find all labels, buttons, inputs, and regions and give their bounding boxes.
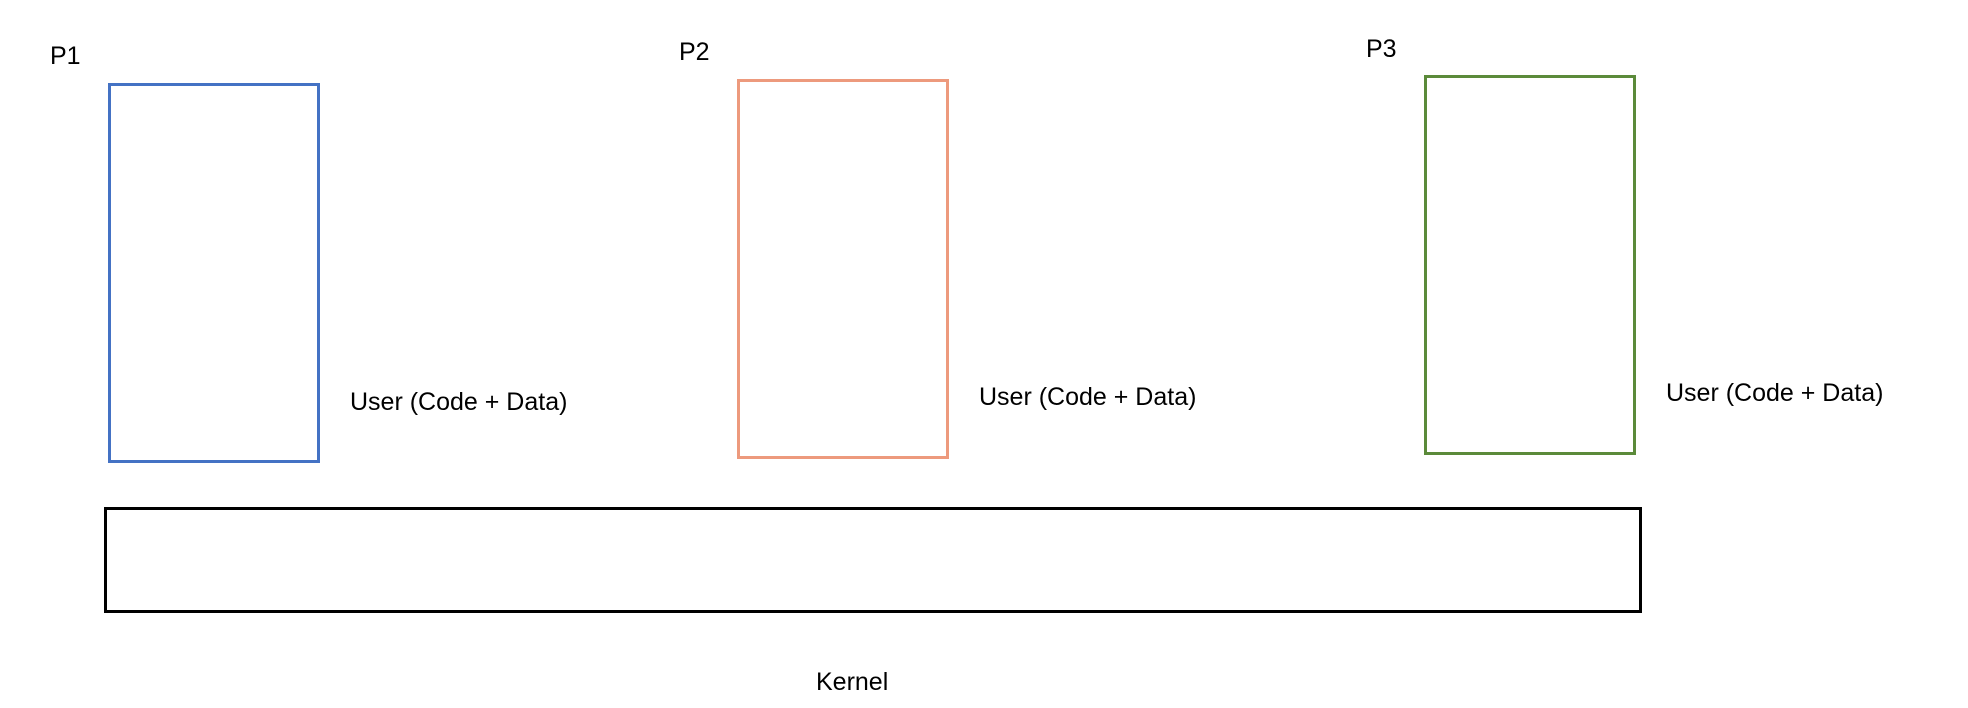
process-p3-label: P3 bbox=[1366, 35, 1397, 63]
process-p2-user-box bbox=[737, 79, 949, 459]
kernel-box bbox=[104, 507, 1642, 613]
process-p1-label: P1 bbox=[50, 42, 81, 70]
kernel-label: Kernel bbox=[816, 668, 889, 696]
process-p2-user-label: User (Code + Data) bbox=[979, 383, 1197, 411]
process-p2-label: P2 bbox=[679, 38, 710, 66]
process-p3-user-label: User (Code + Data) bbox=[1666, 379, 1884, 407]
process-p1-user-label: User (Code + Data) bbox=[350, 388, 568, 416]
process-p3-user-box bbox=[1424, 75, 1636, 455]
process-p1-user-box bbox=[108, 83, 320, 463]
